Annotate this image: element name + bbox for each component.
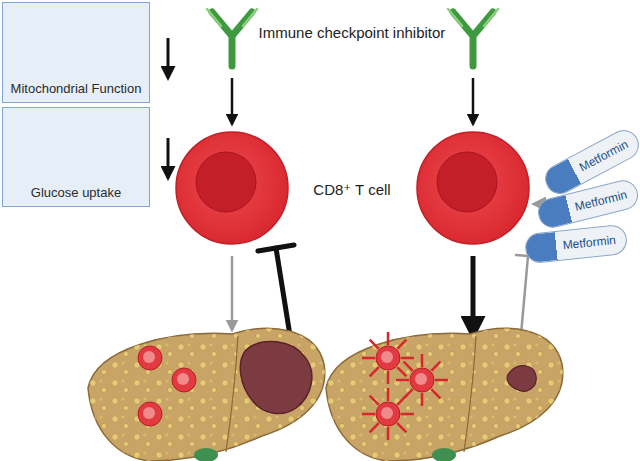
antibody [212, 12, 493, 66]
decrease-arrow [167, 138, 170, 178]
activation-arrow [231, 78, 234, 124]
title-label: Immune checkpoint inhibitor [259, 24, 446, 41]
process-box: Mitochondrial Function [2, 2, 150, 103]
t-cell [176, 132, 529, 244]
liver [326, 328, 563, 461]
pill: Metformin [524, 224, 629, 264]
node-text: Metformin [571, 187, 630, 214]
process-box: Glucose uptake [2, 107, 150, 207]
strong-arrow [471, 256, 476, 336]
node-text: Mitochondrial Function [3, 81, 149, 96]
activation-arrow [472, 78, 475, 124]
cell-label: CD8⁺ T cell [313, 181, 390, 199]
weak-arrow [231, 256, 234, 330]
node-text: Metformin [560, 233, 618, 253]
node-text: Glucose uptake [3, 185, 149, 200]
decrease-arrow [167, 38, 170, 78]
liver [88, 328, 325, 461]
node-text: Metformin [575, 136, 632, 175]
